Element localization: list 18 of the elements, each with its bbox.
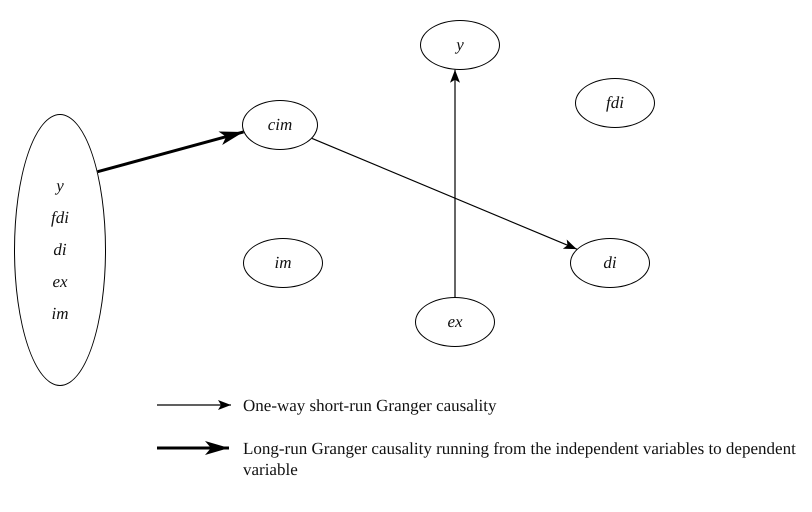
variable-label: fdi <box>51 208 69 228</box>
variable-label: di <box>603 253 617 273</box>
variable-label: y <box>56 176 64 196</box>
variable-label: im <box>274 253 292 273</box>
legend-text: Long-run Granger causality running from the independent variables to dependent variable <box>243 438 797 480</box>
arrow <box>450 70 460 297</box>
arrow <box>97 130 244 174</box>
variable-label: di <box>53 240 67 260</box>
variable-ellipse <box>242 100 318 150</box>
variable-ellipse <box>570 238 650 288</box>
variable-label: cim <box>268 115 292 135</box>
variable-label: ex <box>447 312 463 332</box>
variable-label: y <box>456 35 464 55</box>
legend-text: One-way short-run Granger causality <box>243 395 496 416</box>
arrow <box>312 138 577 250</box>
variable-label: im <box>52 304 68 324</box>
variable-label: ex <box>52 272 68 292</box>
variable-label: fdi <box>606 93 624 113</box>
